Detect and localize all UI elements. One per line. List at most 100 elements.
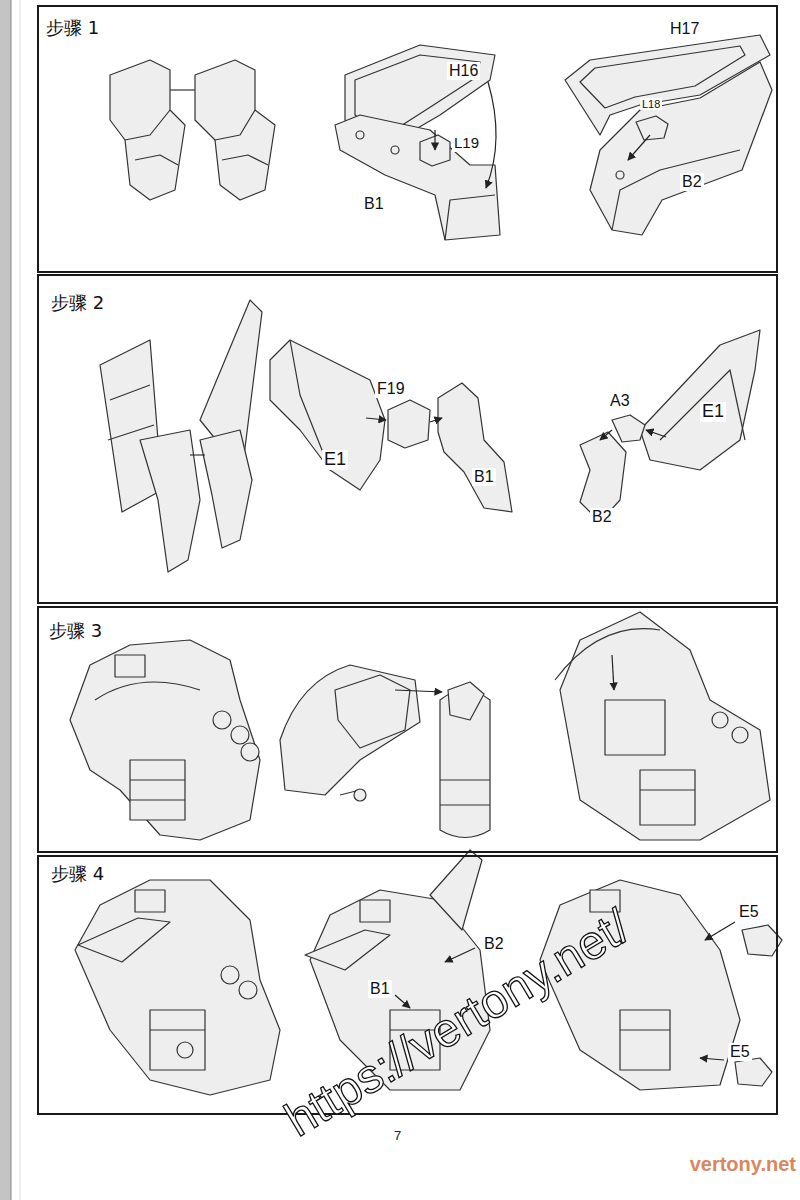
leg-assembly bbox=[200, 430, 252, 548]
step-heading: 步骤 3 bbox=[47, 620, 104, 642]
torso-assembly bbox=[95, 682, 200, 700]
armor-part bbox=[590, 62, 772, 235]
torso-assembly bbox=[620, 1029, 670, 1030]
part-label: E1 bbox=[700, 402, 726, 422]
step-heading: 步骤 2 bbox=[49, 292, 106, 314]
torso-assembly bbox=[640, 770, 695, 825]
torso-assembly bbox=[221, 966, 239, 984]
armor-part bbox=[612, 150, 740, 230]
assembly-arrow bbox=[612, 655, 614, 690]
torso-assembly bbox=[239, 981, 257, 999]
armor-part bbox=[616, 171, 624, 179]
assembly-arrow bbox=[434, 130, 435, 150]
torso-assembly bbox=[735, 1058, 772, 1086]
wing-part bbox=[270, 340, 385, 490]
assembly-arrow bbox=[646, 430, 666, 437]
torso-assembly bbox=[742, 925, 782, 956]
torso-assembly bbox=[540, 880, 782, 1090]
assembly-arrow bbox=[486, 82, 496, 188]
torso-assembly bbox=[448, 682, 484, 720]
kit-illustration bbox=[70, 35, 782, 1095]
torso-assembly bbox=[177, 1042, 193, 1058]
leg-assembly bbox=[170, 89, 195, 90]
part-label: B2 bbox=[590, 508, 614, 526]
watermark: https://vertony.net/ bbox=[276, 900, 639, 1147]
wing-part bbox=[612, 415, 645, 442]
assembly-arrow bbox=[600, 430, 612, 440]
part-label: H17 bbox=[668, 20, 701, 38]
torso-assembly bbox=[241, 743, 259, 761]
torso-assembly bbox=[354, 789, 366, 801]
torso-assembly bbox=[732, 727, 748, 743]
torso-assembly bbox=[555, 612, 770, 840]
torso-assembly bbox=[130, 760, 185, 820]
scan-edge bbox=[0, 0, 20, 1200]
scan-edge bbox=[20, 0, 21, 1200]
page-number: 7 bbox=[394, 1129, 401, 1143]
wing-part bbox=[640, 330, 760, 470]
torso-assembly bbox=[555, 629, 660, 680]
part-label: H16 bbox=[447, 62, 480, 80]
torso-assembly bbox=[440, 779, 490, 780]
leg-assembly bbox=[125, 110, 170, 140]
part-label: A3 bbox=[608, 392, 632, 410]
part-label: B2 bbox=[482, 935, 506, 953]
torso-assembly bbox=[75, 880, 280, 1095]
step-heading: 步骤 4 bbox=[49, 863, 106, 885]
torso-assembly bbox=[620, 1010, 670, 1070]
leg-assembly bbox=[215, 110, 255, 140]
torso-assembly bbox=[213, 711, 231, 729]
scan-edge bbox=[11, 0, 12, 1200]
torso-assembly bbox=[605, 700, 665, 755]
armor-part bbox=[636, 116, 668, 140]
armor-part bbox=[356, 131, 364, 139]
leg-assembly bbox=[108, 425, 154, 440]
leg-assembly bbox=[140, 430, 200, 572]
torso-assembly bbox=[150, 1010, 205, 1070]
assembly-arrow bbox=[366, 418, 386, 420]
torso-assembly bbox=[75, 880, 280, 1095]
part-label: E5 bbox=[737, 903, 761, 921]
part-label: B1 bbox=[368, 980, 392, 998]
torso-assembly bbox=[115, 655, 145, 677]
watermark: vertony.net bbox=[690, 1153, 796, 1175]
step-heading: 步骤 1 bbox=[44, 17, 101, 39]
part-label: B2 bbox=[680, 173, 704, 191]
torso-assembly bbox=[135, 890, 165, 912]
torso-assembly bbox=[712, 712, 728, 728]
torso-assembly bbox=[360, 900, 390, 922]
step-panel: 步骤 2 bbox=[37, 274, 778, 604]
assembly-arrow bbox=[700, 1058, 724, 1060]
part-label: F19 bbox=[375, 380, 407, 398]
assembly-arrow bbox=[366, 82, 735, 1060]
torso-assembly bbox=[130, 799, 185, 800]
torso-assembly bbox=[70, 640, 260, 840]
torso-assembly bbox=[560, 612, 770, 840]
wing-part bbox=[438, 383, 512, 512]
torso-assembly bbox=[640, 789, 695, 790]
wing-part bbox=[270, 340, 512, 512]
wing-part bbox=[580, 330, 760, 522]
leg-assembly bbox=[190, 454, 205, 455]
assembly-arrow bbox=[628, 135, 650, 160]
torso-assembly bbox=[130, 779, 185, 780]
torso-assembly bbox=[78, 918, 170, 962]
torso-assembly bbox=[150, 1029, 205, 1030]
armor-part bbox=[565, 35, 772, 235]
assembly-arrow bbox=[395, 690, 442, 692]
torso-assembly bbox=[440, 804, 490, 805]
torso-assembly bbox=[335, 675, 410, 748]
leg-assembly bbox=[195, 60, 275, 200]
wing-part bbox=[660, 370, 745, 440]
leg-assembly bbox=[110, 60, 275, 200]
part-label: E5 bbox=[728, 1043, 752, 1061]
part-label: B1 bbox=[362, 195, 386, 213]
torso-assembly bbox=[70, 640, 260, 840]
part-label: L18 bbox=[640, 98, 662, 110]
assembly-arrow bbox=[705, 922, 735, 940]
leg-assembly bbox=[110, 60, 185, 200]
scan-edge bbox=[0, 0, 11, 1200]
assembly-arrow bbox=[445, 948, 475, 962]
assembly-arrow bbox=[430, 418, 442, 422]
